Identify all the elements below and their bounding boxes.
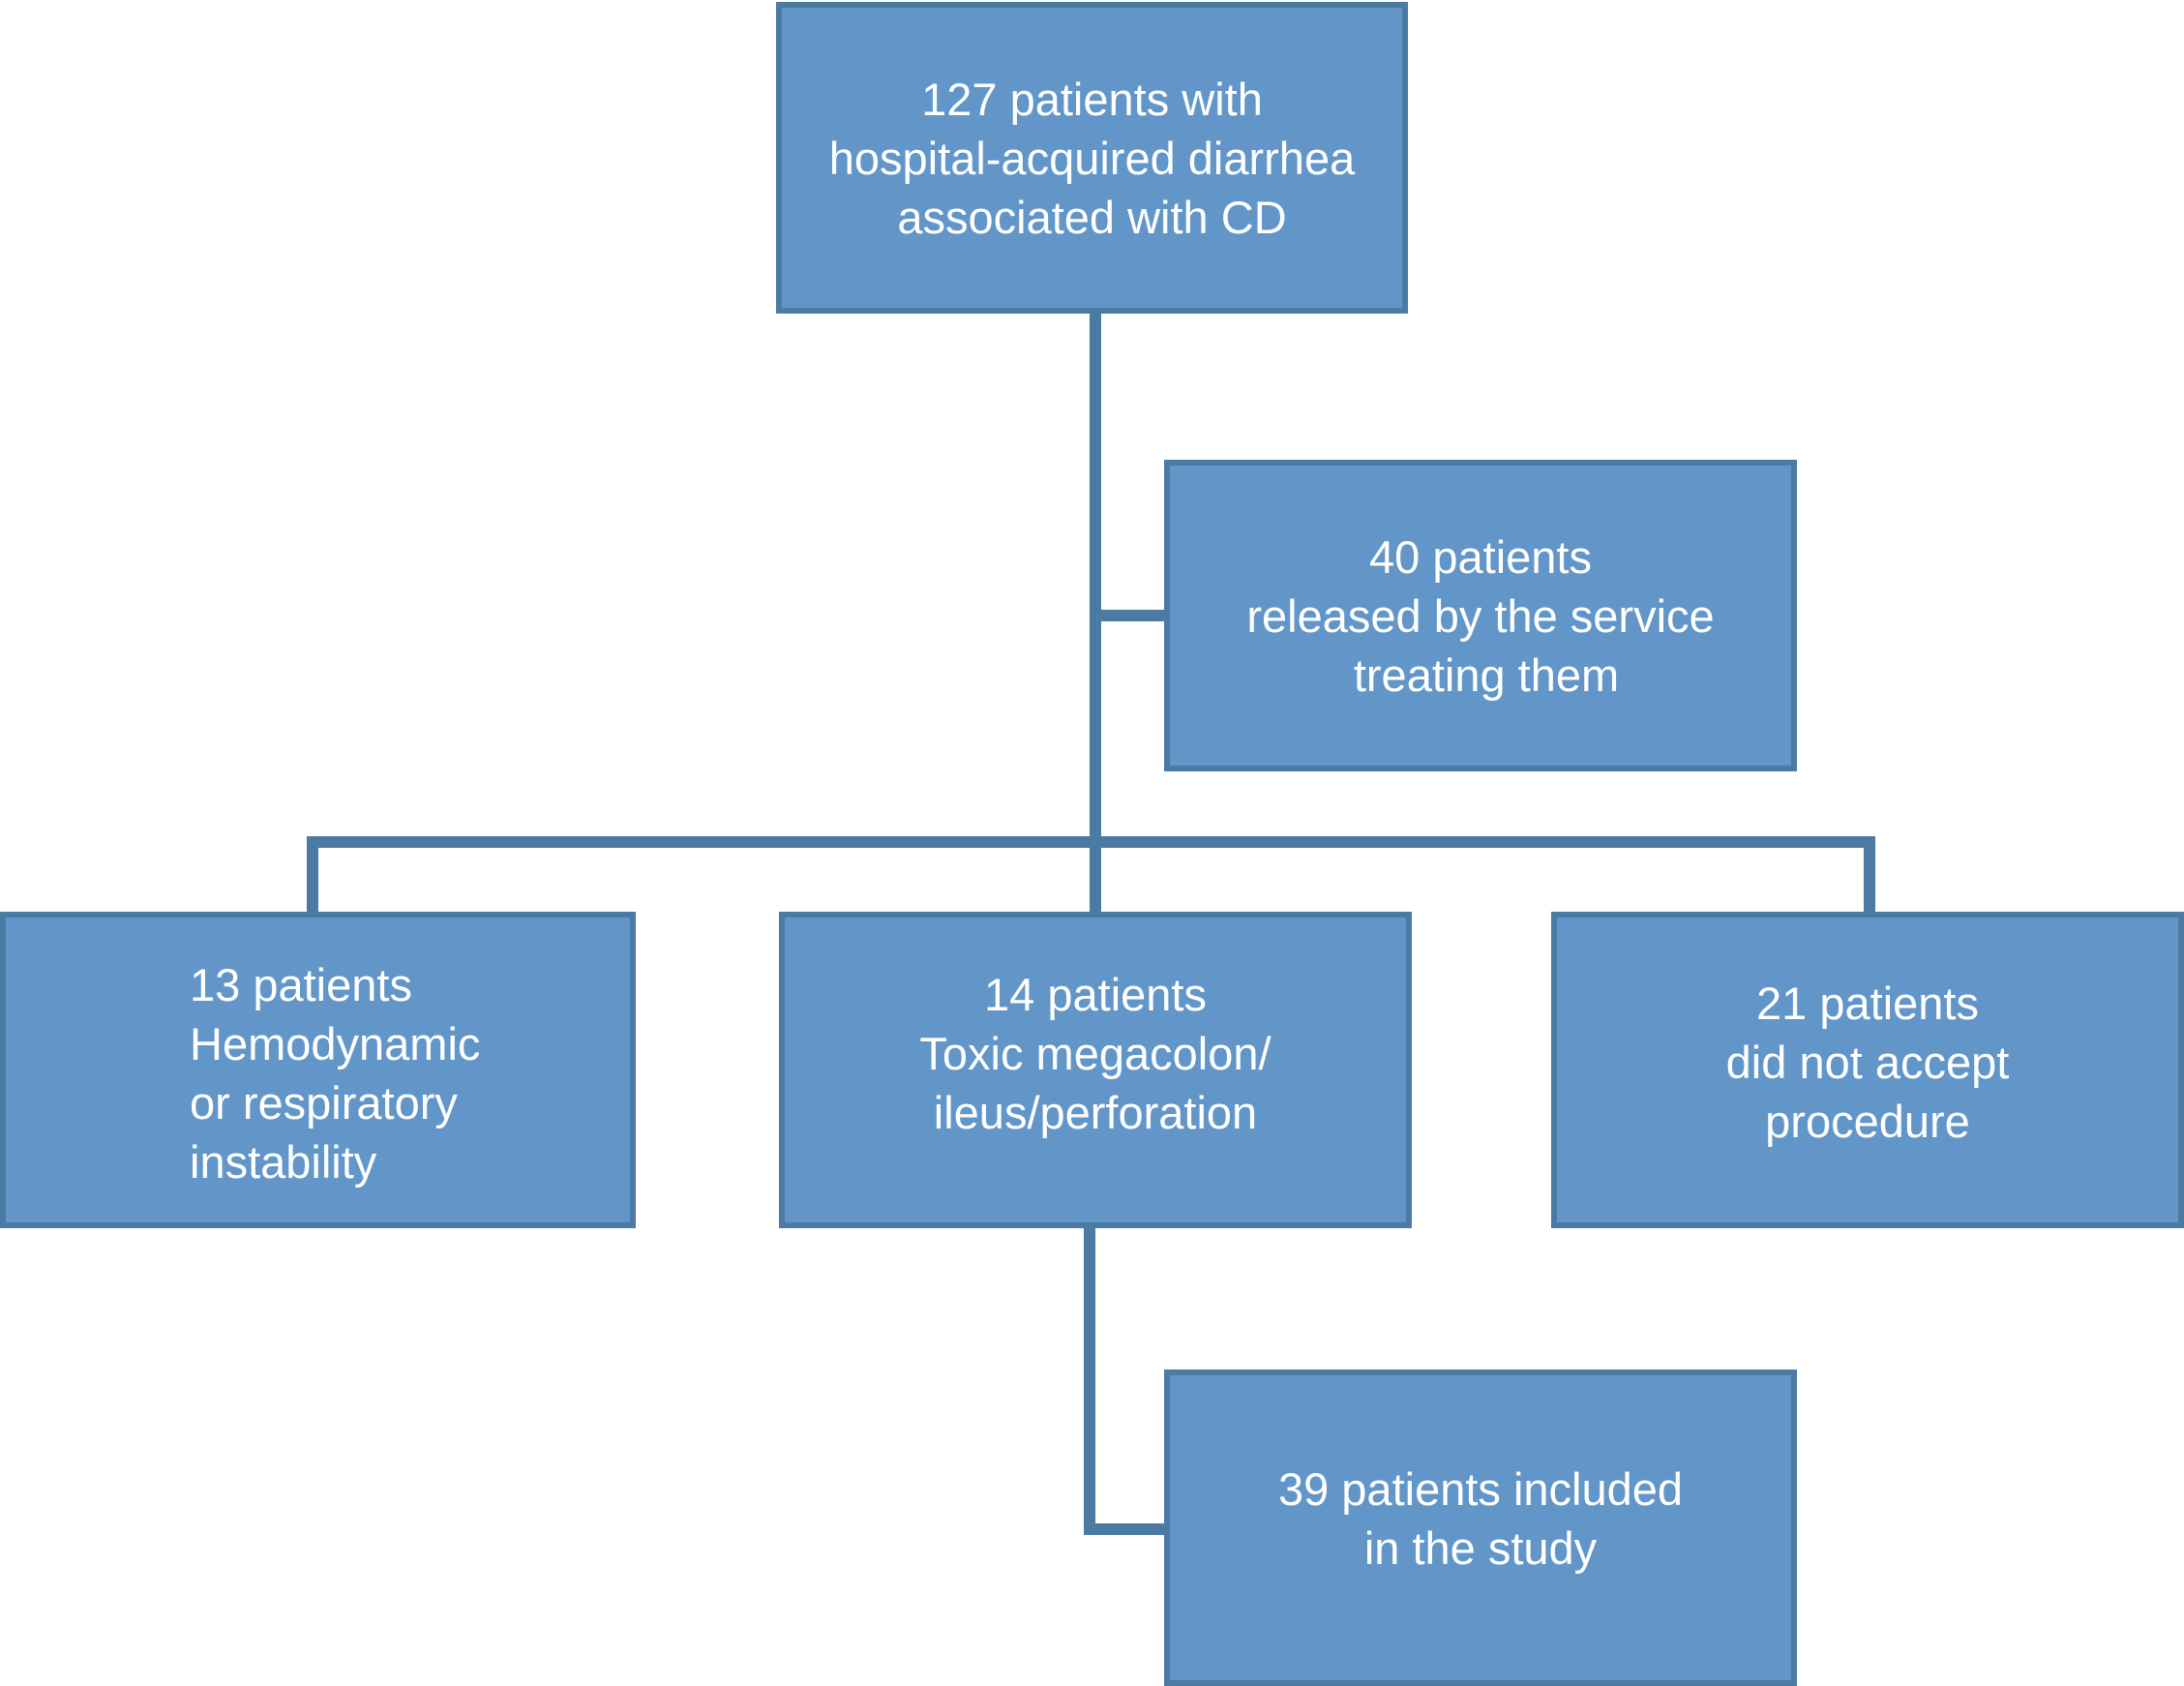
- node-text-line: 39 patients included: [1277, 1462, 1684, 1515]
- node-released-patients: 40 patients released by the service trea…: [1164, 460, 1797, 771]
- node-text-line: released by the service: [1246, 589, 1715, 642]
- node-text-line: ileus/perforation: [933, 1087, 1258, 1138]
- node-text-line: 127 patients with: [921, 73, 1263, 125]
- node-included-in-study: 39 patients included in the study: [1164, 1370, 1797, 1686]
- connector-to-included: [1084, 1228, 1164, 1535]
- node-text-line: hospital-acquired diarrhea: [828, 132, 1356, 184]
- node-total-patients: 127 patients with hospital-acquired diar…: [776, 2, 1408, 314]
- node-text-line: instability: [190, 1135, 377, 1188]
- node-text-line: or respiratory: [190, 1076, 458, 1129]
- node-text-line: procedure: [1765, 1096, 1970, 1147]
- node-text-line: in the study: [1363, 1521, 1598, 1574]
- node-text-line: Hemodynamic: [190, 1017, 481, 1069]
- node-text-line: 40 patients: [1369, 530, 1592, 583]
- node-text-line: 21 patients: [1756, 978, 1979, 1029]
- node-text-line: treating them: [1353, 648, 1620, 701]
- node-hemodynamic-instability: 13 patients Hemodynamic or respiratory i…: [0, 912, 636, 1228]
- node-toxic-megacolon: 14 patients Toxic megacolon/ ileus/perfo…: [779, 912, 1412, 1228]
- node-text-line: 13 patients: [190, 958, 412, 1010]
- node-declined-procedure: 21 patients did not accept procedure: [1551, 912, 2184, 1228]
- node-text-line: 14 patients: [984, 969, 1207, 1020]
- node-text-line: associated with CD: [897, 191, 1287, 243]
- node-text-line: did not accept: [1725, 1037, 2010, 1088]
- node-text-line: Toxic megacolon/: [919, 1028, 1272, 1079]
